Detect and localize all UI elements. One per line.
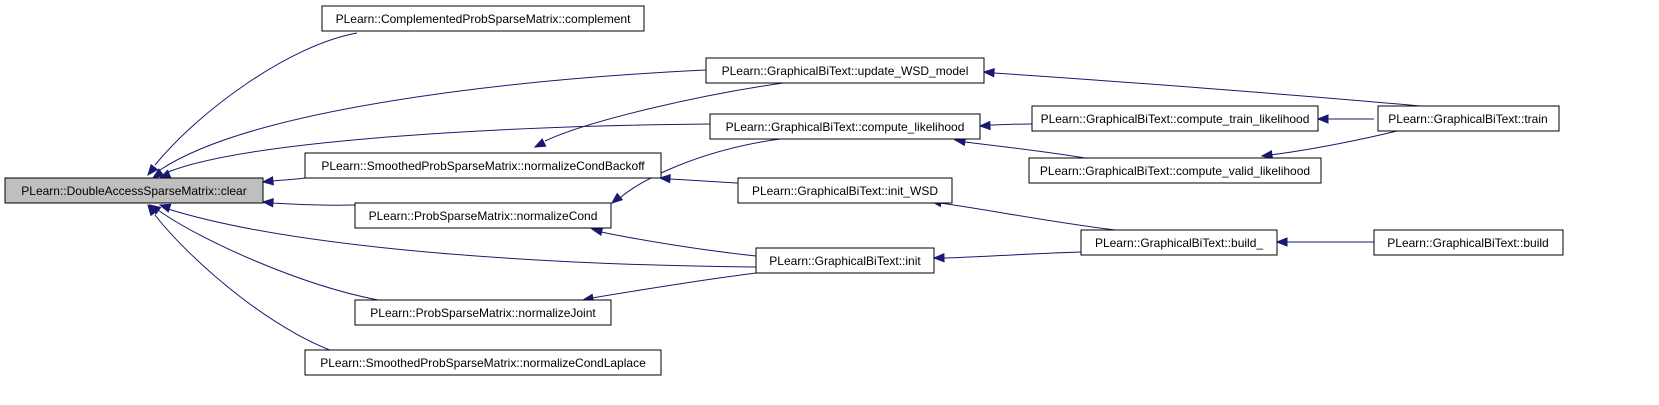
edge-normCond-to-clear	[261, 198, 356, 208]
node-normalize-cond-backoff-label: PLearn::SmoothedProbSparseMatrix::normal…	[321, 159, 645, 173]
edge-updateWSD-to-normCondBackoff	[533, 82, 784, 148]
node-normalize-cond[interactable]: PLearn::ProbSparseMatrix::normalizeCond	[354, 202, 612, 229]
node-normalize-cond-laplace[interactable]: PLearn::SmoothedProbSparseMatrix::normal…	[304, 349, 662, 376]
edge-normCondBackoff-to-clear	[261, 176, 306, 186]
edge-normCondLaplace-to-clear	[147, 203, 356, 359]
arrowhead-init-to-clear	[158, 203, 172, 213]
node-normalize-cond-laplace-label: PLearn::SmoothedProbSparseMatrix::normal…	[320, 356, 646, 370]
edge-build-to-build_	[1275, 237, 1375, 247]
edge-init-to-normCond	[590, 226, 757, 257]
edge-build_-to-initWSD	[929, 197, 1116, 231]
edge-train-to-updateWSD	[982, 67, 1421, 107]
node-init[interactable]: PLearn::GraphicalBiText::init	[755, 247, 935, 274]
edge-complement-to-clear	[147, 32, 358, 177]
call-graph-nodes: PLearn::DoubleAccessSparseMatrix::clear …	[4, 5, 1564, 376]
edge-validLik-to-computeLik	[953, 136, 1086, 159]
arrowhead-updateWSD-to-normCondBackoff	[533, 138, 547, 148]
arrowhead-build_-to-init	[932, 253, 945, 263]
arrowhead-updateWSD-to-clear	[151, 168, 165, 179]
arrowhead-complement-to-clear	[147, 163, 159, 177]
node-clear[interactable]: PLearn::DoubleAccessSparseMatrix::clear	[4, 177, 264, 204]
arrowhead-normCondBackoff-to-clear	[261, 176, 274, 186]
edge-normJoint-to-clear	[148, 204, 379, 301]
node-compute-valid-likelihood[interactable]: PLearn::GraphicalBiText::compute_valid_l…	[1028, 157, 1322, 184]
node-normalize-cond-backoff[interactable]: PLearn::SmoothedProbSparseMatrix::normal…	[304, 152, 662, 179]
edge-init-to-clear	[158, 203, 757, 268]
edge-train-to-trainLik	[1316, 114, 1375, 124]
edge-trainLik-to-computeLik	[978, 120, 1033, 131]
edge-train-to-validLik	[1260, 130, 1398, 160]
node-compute-likelihood[interactable]: PLearn::GraphicalBiText::compute_likelih…	[709, 113, 981, 140]
arrowhead-initWSD-to-normCondBackoff	[658, 173, 671, 184]
node-normalize-joint-label: PLearn::ProbSparseMatrix::normalizeJoint	[370, 306, 596, 320]
edge-init-to-normJoint	[581, 272, 757, 303]
arrowhead-build-to-build_	[1275, 237, 1288, 247]
arrowhead-train-to-updateWSD	[982, 67, 995, 78]
node-compute-likelihood-label: PLearn::GraphicalBiText::compute_likelih…	[726, 120, 965, 134]
arrowhead-normCondLaplace-to-clear	[147, 203, 159, 217]
node-complement[interactable]: PLearn::ComplementedProbSparseMatrix::co…	[321, 5, 645, 32]
node-build[interactable]: PLearn::GraphicalBiText::build	[1373, 229, 1564, 256]
node-compute-valid-likelihood-label: PLearn::GraphicalBiText::compute_valid_l…	[1040, 164, 1310, 178]
node-update-wsd-model[interactable]: PLearn::GraphicalBiText::update_WSD_mode…	[705, 57, 985, 84]
node-complement-label: PLearn::ComplementedProbSparseMatrix::co…	[336, 12, 631, 26]
node-normalize-cond-label: PLearn::ProbSparseMatrix::normalizeCond	[369, 209, 598, 223]
arrowhead-init-to-normCond	[590, 226, 604, 236]
edge-computeLik-to-normCond	[610, 138, 781, 204]
arrowhead-trainLik-to-computeLik	[978, 120, 991, 131]
arrowhead-normCond-to-clear	[261, 198, 274, 208]
node-compute-train-likelihood-label: PLearn::GraphicalBiText::compute_train_l…	[1041, 112, 1310, 126]
node-clear-label: PLearn::DoubleAccessSparseMatrix::clear	[21, 184, 246, 198]
node-build-underscore-label: PLearn::GraphicalBiText::build_	[1095, 236, 1263, 250]
node-normalize-joint[interactable]: PLearn::ProbSparseMatrix::normalizeJoint	[354, 299, 612, 326]
node-update-wsd-model-label: PLearn::GraphicalBiText::update_WSD_mode…	[722, 64, 969, 78]
arrowhead-train-to-validLik	[1260, 149, 1274, 160]
node-train-label: PLearn::GraphicalBiText::train	[1388, 112, 1547, 126]
edge-build_-to-init	[932, 251, 1082, 263]
node-build-underscore[interactable]: PLearn::GraphicalBiText::build_	[1080, 229, 1278, 256]
edge-initWSD-to-normCondBackoff	[658, 173, 739, 184]
node-build-label: PLearn::GraphicalBiText::build	[1387, 236, 1548, 250]
edge-updateWSD-to-clear	[151, 69, 707, 179]
arrowhead-train-to-trainLik	[1316, 114, 1329, 124]
node-compute-train-likelihood[interactable]: PLearn::GraphicalBiText::compute_train_l…	[1031, 105, 1319, 132]
node-init-wsd-label: PLearn::GraphicalBiText::init_WSD	[752, 184, 938, 198]
node-init-label: PLearn::GraphicalBiText::init	[769, 254, 921, 268]
arrowhead-computeLik-to-normCond	[610, 192, 624, 204]
node-init-wsd[interactable]: PLearn::GraphicalBiText::init_WSD	[737, 177, 953, 204]
node-train[interactable]: PLearn::GraphicalBiText::train	[1377, 105, 1560, 132]
